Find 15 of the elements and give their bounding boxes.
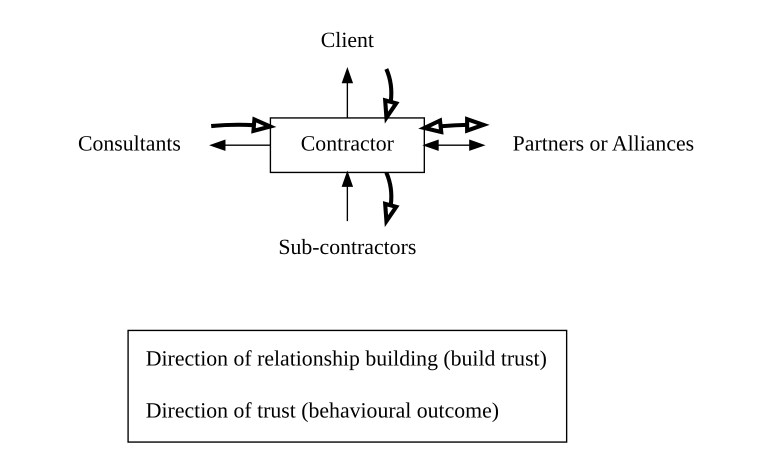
node-text: Partners or Alliances — [512, 130, 694, 155]
arrow — [211, 116, 276, 134]
legend-label: Direction of trust (behavioural outcome) — [146, 398, 500, 422]
arrow — [342, 66, 354, 118]
arrow — [382, 68, 400, 124]
node-text: Consultants — [78, 130, 181, 155]
arrow — [382, 171, 400, 227]
node-text: Client — [320, 27, 374, 52]
arrow — [418, 116, 490, 134]
arrow — [209, 138, 270, 150]
node-box: Contractor — [270, 116, 425, 173]
arrow — [342, 170, 354, 221]
legend-label: Direction of relationship building (build trust) — [146, 346, 547, 370]
node-text: Sub-contractors — [278, 234, 416, 258]
arrow — [422, 138, 486, 150]
